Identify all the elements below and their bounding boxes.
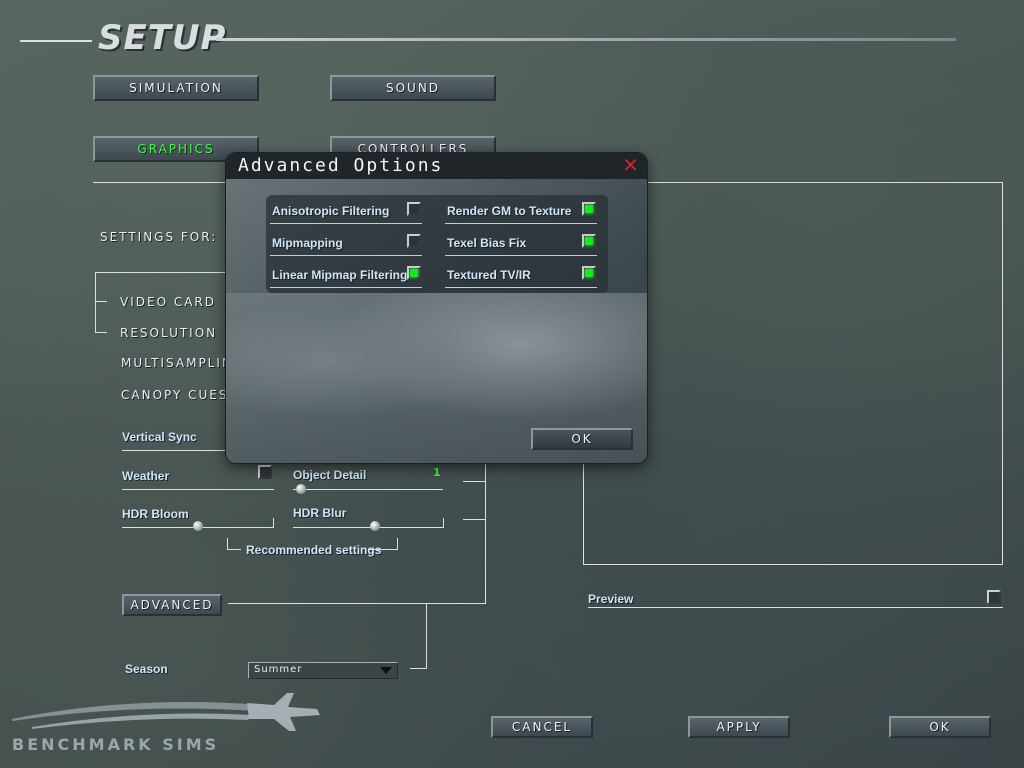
logo-text: BENCHMARK SIMS <box>12 735 220 754</box>
header-rule-right <box>216 38 956 41</box>
cancel-button[interactable]: Cancel <box>491 716 593 738</box>
option-label-texel-bias: Texel Bias Fix <box>447 236 527 250</box>
tab-sound[interactable]: Sound <box>330 75 496 101</box>
weather-label: Weather <box>122 469 170 483</box>
mipmapping-checkbox[interactable] <box>407 234 421 248</box>
textured-tv-ir-checkbox[interactable] <box>582 266 596 280</box>
hdr-bloom-label: HDR Bloom <box>122 507 189 521</box>
hdr-blur-track <box>293 527 443 528</box>
option-rule <box>445 223 597 224</box>
option-rule <box>445 255 597 256</box>
advanced-options-dialog: Advanced Options ✕ Anisotropic Filtering… <box>226 153 647 463</box>
settings-for-label: Settings For: <box>100 230 218 244</box>
resolution-label: Resolution <box>120 326 218 340</box>
object-detail-track <box>293 489 443 490</box>
connector-object <box>463 481 485 482</box>
preview-frame-bottom <box>583 564 1003 565</box>
option-label-mipmapping: Mipmapping <box>272 236 343 250</box>
texel-bias-fix-checkbox[interactable] <box>582 234 596 248</box>
season-label: Season <box>125 662 168 676</box>
multisampling-label: Multisampling <box>121 356 245 370</box>
option-rule <box>270 255 422 256</box>
option-label-linear-mipmap: Linear Mipmap Filtering <box>272 268 408 282</box>
video-card-tick <box>95 301 107 302</box>
canopy-cues-label: Canopy Cues <box>121 388 229 402</box>
connector-blur <box>463 519 485 520</box>
vertical-sync-rule <box>122 450 232 451</box>
dialog-title-bar[interactable]: Advanced Options ✕ <box>226 153 647 179</box>
connector-advanced <box>228 603 486 604</box>
ok-button[interactable]: Ok <box>889 716 991 738</box>
dialog-title: Advanced Options <box>238 155 444 176</box>
anisotropic-filtering-checkbox[interactable] <box>407 202 421 216</box>
option-label-textured-tv: Textured TV/IR <box>447 268 531 282</box>
preview-checkbox[interactable] <box>987 590 1001 604</box>
connector-season-vertical <box>426 603 427 669</box>
video-card-label: Video Card <box>120 295 216 309</box>
option-label-render-gm: Render GM to Texture <box>447 204 572 218</box>
jet-logo-icon <box>12 693 320 731</box>
preview-rule <box>588 607 1003 608</box>
preview-frame-right <box>1002 182 1003 565</box>
season-dropdown[interactable]: Summer <box>248 662 398 679</box>
hdr-bloom-slider-knob[interactable] <box>193 521 203 531</box>
option-rule <box>270 223 422 224</box>
object-detail-slider-knob[interactable] <box>296 484 306 494</box>
connector-season <box>410 668 427 669</box>
weather-rule <box>122 489 274 490</box>
recommended-bracket-right <box>397 538 398 550</box>
dialog-ok-button[interactable]: Ok <box>531 428 633 450</box>
header-rule-left <box>20 40 92 42</box>
connector-vertical <box>485 463 486 604</box>
option-rule <box>445 287 597 288</box>
season-dropdown-value: Summer <box>254 664 303 675</box>
close-icon[interactable]: ✕ <box>622 153 639 177</box>
object-detail-value: 1 <box>433 466 441 479</box>
hdr-blur-track-end <box>443 518 444 528</box>
recommended-bracket-right-tick <box>368 549 398 550</box>
preview-label: Preview <box>588 592 634 606</box>
object-detail-label: Object Detail <box>293 468 367 482</box>
option-label-anisotropic: Anisotropic Filtering <box>272 204 390 218</box>
options-panel <box>266 195 608 293</box>
settings-bracket <box>95 272 96 332</box>
option-rule <box>270 287 422 288</box>
settings-bracket-top <box>95 272 225 273</box>
tab-graphics[interactable]: Graphics <box>93 136 259 162</box>
chevron-down-icon <box>380 667 392 674</box>
hdr-bloom-track-end <box>273 518 274 528</box>
tab-simulation[interactable]: Simulation <box>93 75 259 101</box>
benchmark-sims-logo: BENCHMARK SIMS <box>12 685 332 755</box>
resolution-tick <box>95 332 107 333</box>
page-title: SETUP <box>98 18 227 58</box>
recommended-bracket-left <box>227 538 228 550</box>
render-gm-to-texture-checkbox[interactable] <box>582 202 596 216</box>
vertical-sync-label: Vertical Sync <box>122 430 197 444</box>
hdr-blur-slider-knob[interactable] <box>370 521 380 531</box>
apply-button[interactable]: Apply <box>688 716 790 738</box>
hdr-blur-label: HDR Blur <box>293 506 347 520</box>
recommended-settings-label: Recommended settings <box>246 543 382 557</box>
linear-mipmap-filtering-checkbox[interactable] <box>407 266 421 280</box>
recommended-bracket-left-tick <box>227 549 241 550</box>
advanced-button[interactable]: Advanced <box>122 594 222 616</box>
weather-checkbox[interactable] <box>258 465 272 479</box>
